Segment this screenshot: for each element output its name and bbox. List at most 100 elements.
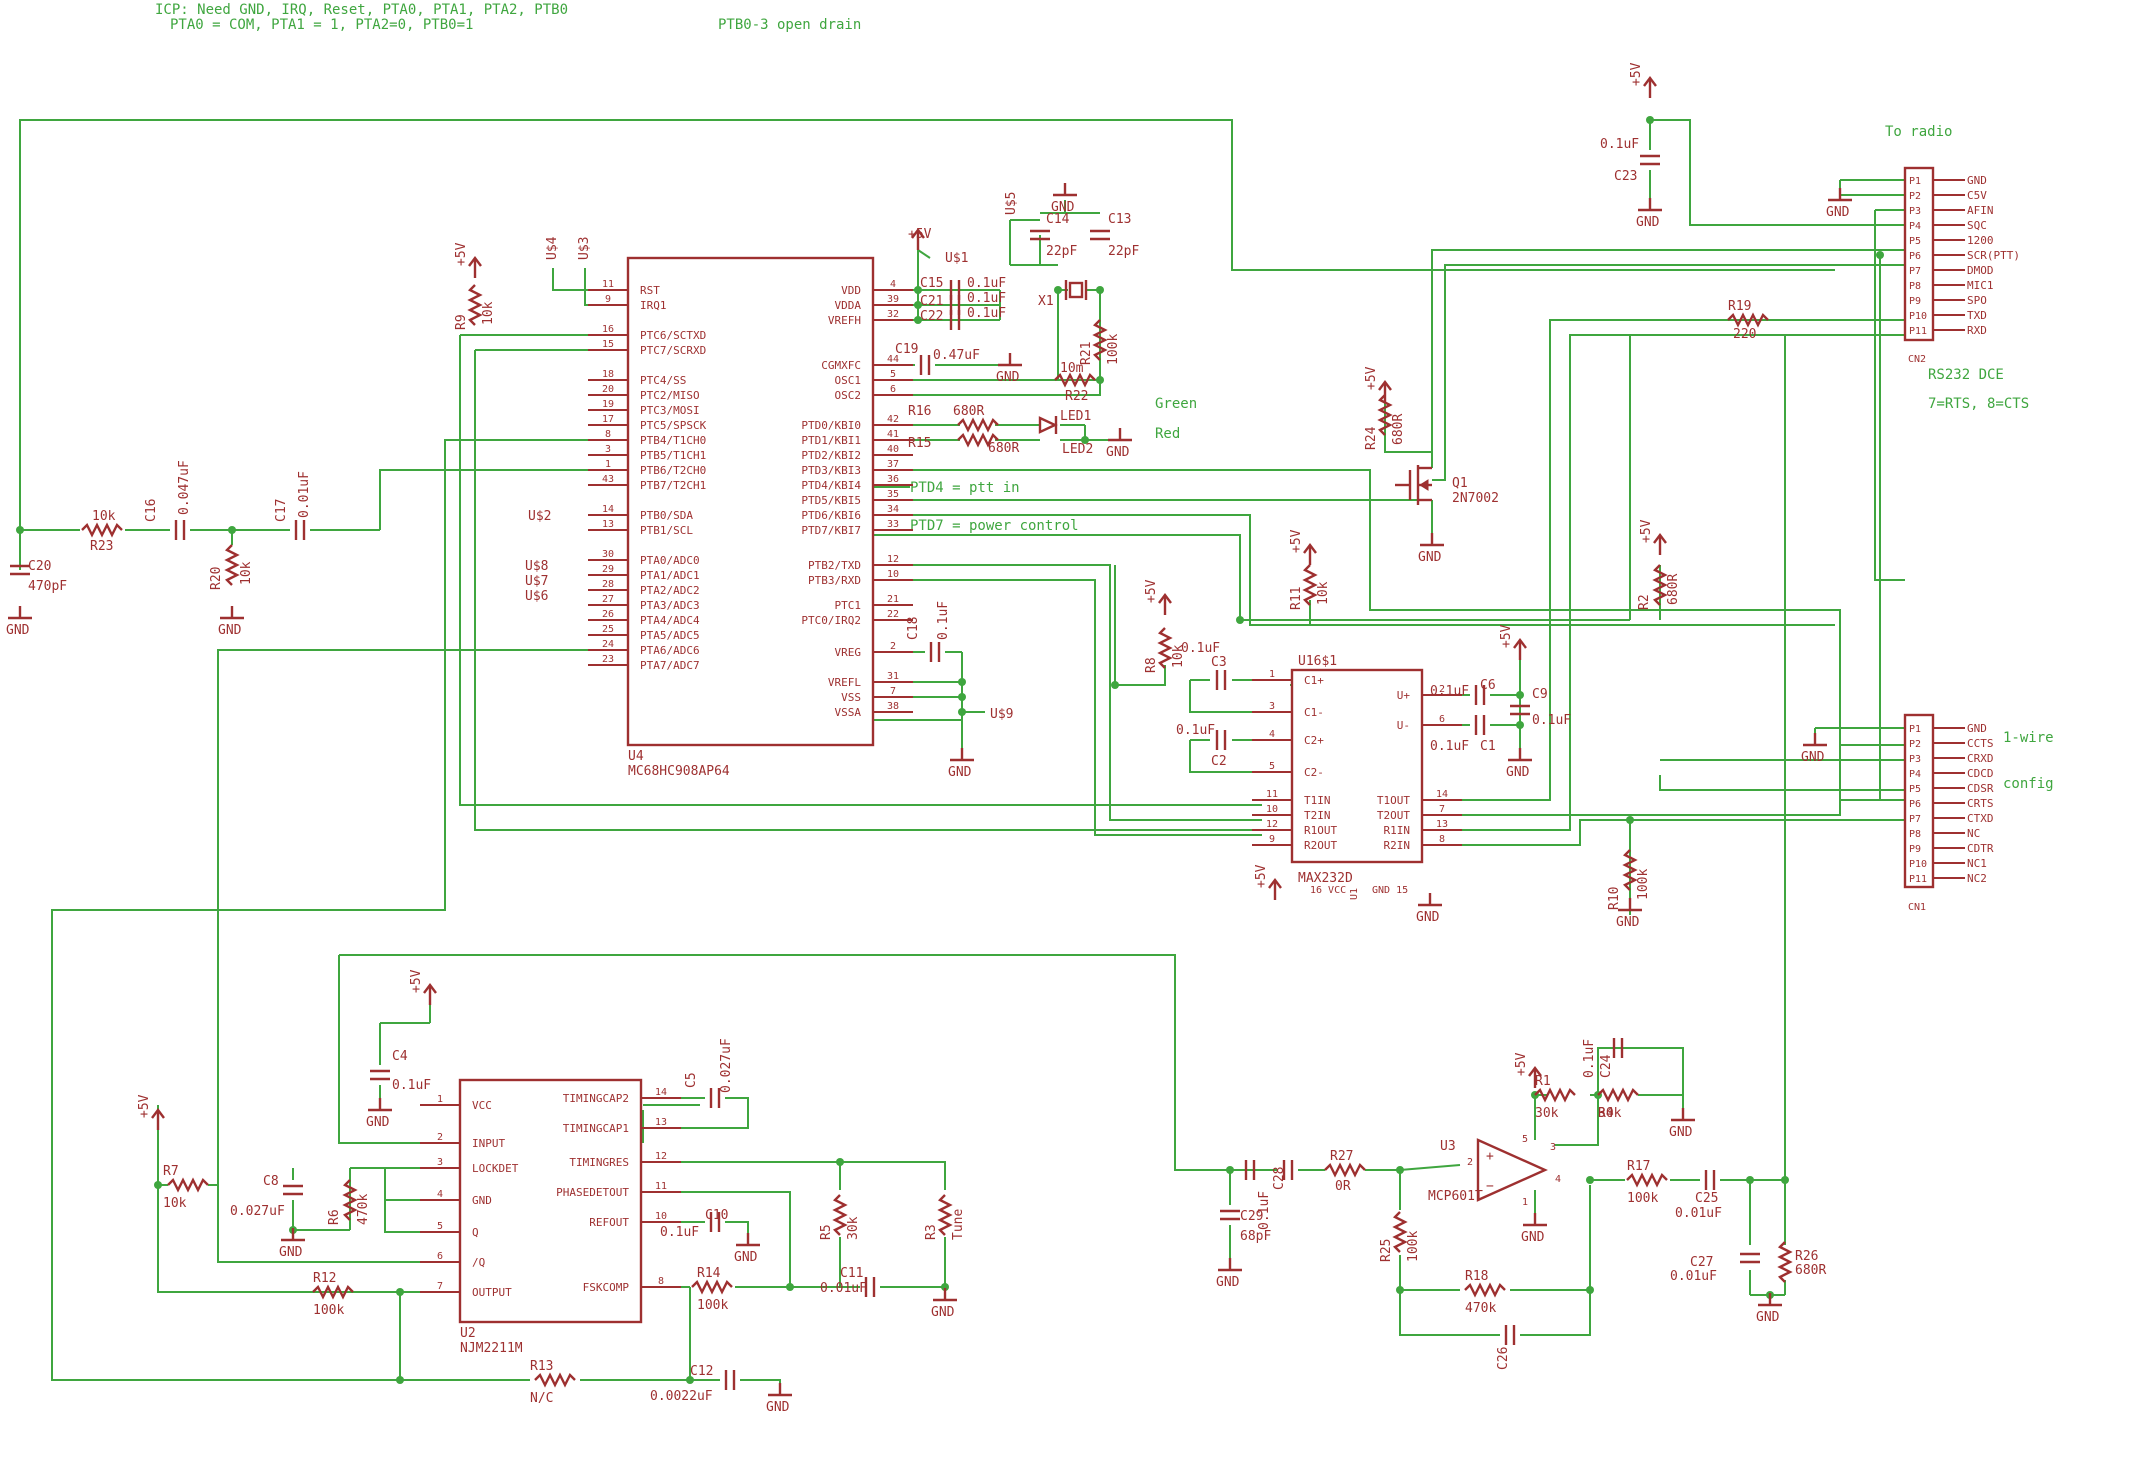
u4-pin-name: PTA0/ADC0	[640, 554, 700, 567]
gnd-symbol: GND	[1826, 188, 1852, 220]
u2-pin-name: PHASEDETOUT	[556, 1186, 629, 1199]
resistor-ref: R3	[924, 1224, 939, 1240]
u4-pin-number: 34	[887, 504, 899, 515]
u2-pin-name: Q	[472, 1226, 479, 1239]
svg-text:LED1: LED1	[1060, 409, 1091, 424]
capacitor-ref: C19	[895, 342, 918, 357]
capacitor-c28: C28	[1272, 1160, 1294, 1190]
u2-pin-name: FSKCOMP	[583, 1281, 630, 1294]
capacitor-value: 0.01uF	[1670, 1269, 1717, 1284]
rs232-dce-note: RS232 DCE	[1928, 367, 2004, 383]
u16-pin-number: 13	[1436, 819, 1448, 830]
u4-pin-number: 21	[887, 594, 899, 605]
u16-pin-number: 12	[1266, 819, 1278, 830]
capacitor-ref: C20	[28, 559, 51, 574]
capacitor-c29b: 0.1uF	[1244, 1160, 1272, 1230]
test-point-u5: U$5	[1004, 192, 1019, 215]
capacitor-ref: C11	[840, 1266, 863, 1281]
rts-cts-note: 7=RTS, 8=CTS	[1928, 396, 2029, 412]
u4-value: MC68HC908AP64	[628, 764, 730, 779]
u4-pin-number: 37	[887, 459, 899, 470]
capacitor-ref: C24	[1599, 1054, 1614, 1078]
u2-pin-name: GND	[472, 1194, 492, 1207]
gnd-symbol: GND	[1051, 183, 1077, 215]
u16-pin-name: T1OUT	[1377, 794, 1410, 807]
resistor-ref: R1	[1535, 1074, 1551, 1089]
u4-pin-name: PTB2/TXD	[808, 559, 861, 572]
u4-pin-number: 30	[602, 549, 614, 560]
u4-pin-name: PTA4/ADC4	[640, 614, 700, 627]
u4-pin-name: OSC2	[835, 389, 862, 402]
capacitor-value: 0.1uF	[967, 291, 1006, 306]
cn1-pin-name: CRTS	[1967, 797, 1994, 810]
u4-pin-number: 10	[887, 569, 899, 580]
u4-pin-name: PTD7/KBI7	[801, 524, 861, 537]
gnd-label: GND	[366, 1115, 390, 1130]
u16-pin-name: R1IN	[1384, 824, 1411, 837]
u4-pin-name: PTB4/T1CH0	[640, 434, 706, 447]
u4-pin-name: PTC5/SPSCK	[640, 419, 707, 432]
cn1-pin-number: P1	[1909, 724, 1921, 735]
power-control-note: PTD7 = power control	[910, 518, 1079, 534]
resistor-ref: R17	[1627, 1159, 1650, 1174]
u2-pin-number: 12	[655, 1151, 667, 1162]
cn1-pin-name: NC	[1967, 827, 1980, 840]
gnd-label: GND	[279, 1245, 303, 1260]
u16-pin-name: C2-	[1304, 766, 1324, 779]
cn2-pin-number: P7	[1909, 266, 1921, 277]
led1: LED1	[1038, 409, 1091, 434]
resistor-ref: R2	[1637, 594, 1652, 610]
u16-pin-number: 9	[1269, 834, 1275, 845]
u4-pin-name: PTB0/SDA	[640, 509, 693, 522]
u16-pin-name: T2OUT	[1377, 809, 1410, 822]
u4-pin-name: PTA3/ADC3	[640, 599, 700, 612]
capacitor-ref: C10	[705, 1208, 728, 1223]
u4-pin-number: 40	[887, 444, 899, 455]
u16-pin-number: 8	[1439, 834, 1445, 845]
gnd-label: GND	[996, 370, 1020, 385]
capacitor-c3: C30.1uF	[1181, 641, 1227, 690]
capacitor-c9: C90.1uF	[1510, 687, 1571, 728]
capacitor-ref: C8	[263, 1174, 279, 1189]
resistor-ref: R18	[1465, 1269, 1488, 1284]
capacitor-value: 0.1uF	[1532, 713, 1571, 728]
cn2-pin-name: SQC	[1967, 219, 1987, 232]
gnd-label: GND	[6, 623, 30, 638]
u4-pin-name: PTA2/ADC2	[640, 584, 700, 597]
cn2-pin-name: SPO	[1967, 294, 1987, 307]
gnd-label: GND	[766, 1400, 790, 1415]
open-drain-note: PTB0-3 open drain	[718, 17, 861, 33]
u2-pin-number: 3	[437, 1157, 443, 1168]
resistor-ref: R10	[1607, 887, 1622, 910]
resistor-value: 220	[1733, 327, 1756, 342]
gnd-label: GND	[1636, 215, 1660, 230]
gnd-label: GND	[1051, 200, 1075, 215]
u4-pin-number: 44	[887, 354, 899, 365]
u4-pin-name: PTA7/ADC7	[640, 659, 700, 672]
capacitor-value: 0.0022uF	[650, 1389, 713, 1404]
gnd-label: GND	[931, 1305, 955, 1320]
gnd-label: GND	[1616, 915, 1640, 930]
cn2-pin-number: P8	[1909, 281, 1921, 292]
cn2-pin-number: P11	[1909, 326, 1927, 337]
gnd-symbol: GND	[1636, 198, 1662, 230]
capacitor-value: 0.47uF	[933, 348, 980, 363]
u4-pin-name: PTB7/T2CH1	[640, 479, 706, 492]
u4-pin-number: 18	[602, 369, 614, 380]
u4-pin-number: 9	[605, 294, 611, 305]
q1-ref: Q1	[1452, 476, 1468, 491]
